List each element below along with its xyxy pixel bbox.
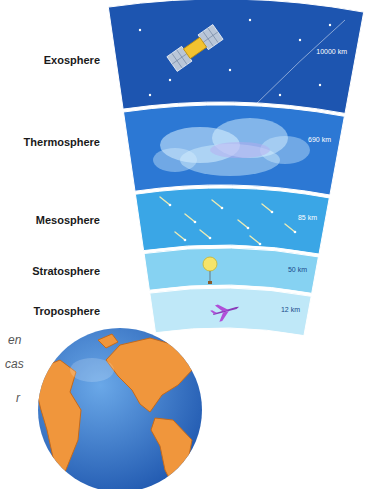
layer-name: Mesosphere	[36, 214, 100, 226]
atmosphere-layer: Mesosphere 85 km	[0, 188, 374, 257]
layer-band-shape	[0, 105, 374, 198]
aurora-illustration	[153, 118, 310, 176]
atmosphere-layer: Troposphere 12 km	[0, 288, 374, 339]
layer-name: Exosphere	[44, 54, 100, 66]
layer-band	[124, 105, 345, 195]
layer-band	[108, 0, 363, 113]
altitude-label: 50 km	[288, 266, 307, 274]
layer-name: Stratosphere	[32, 265, 100, 277]
layer-name: Thermosphere	[24, 136, 100, 148]
altitude-label: 10000 km	[316, 48, 347, 56]
atmosphere-layer: Thermosphere 690 km	[0, 105, 374, 198]
layer-band	[144, 248, 318, 293]
layer-band	[135, 188, 329, 254]
altitude-label: 12 km	[281, 306, 300, 314]
altitude-label: 85 km	[298, 214, 317, 222]
plane-illustration	[209, 299, 241, 323]
layer-name: Troposphere	[33, 305, 100, 317]
altitude-label: 690 km	[308, 136, 331, 144]
text-fragment: cas	[5, 358, 24, 371]
balloon-illustration	[203, 257, 217, 284]
continents	[36, 334, 194, 486]
atmosphere-layer: Exosphere 10000 km	[0, 0, 374, 117]
text-fragment: r	[16, 392, 20, 405]
layer-band	[150, 288, 311, 336]
text-fragment: en	[8, 334, 21, 347]
meteor-illustration	[160, 197, 296, 245]
sat-illustration	[139, 19, 345, 105]
